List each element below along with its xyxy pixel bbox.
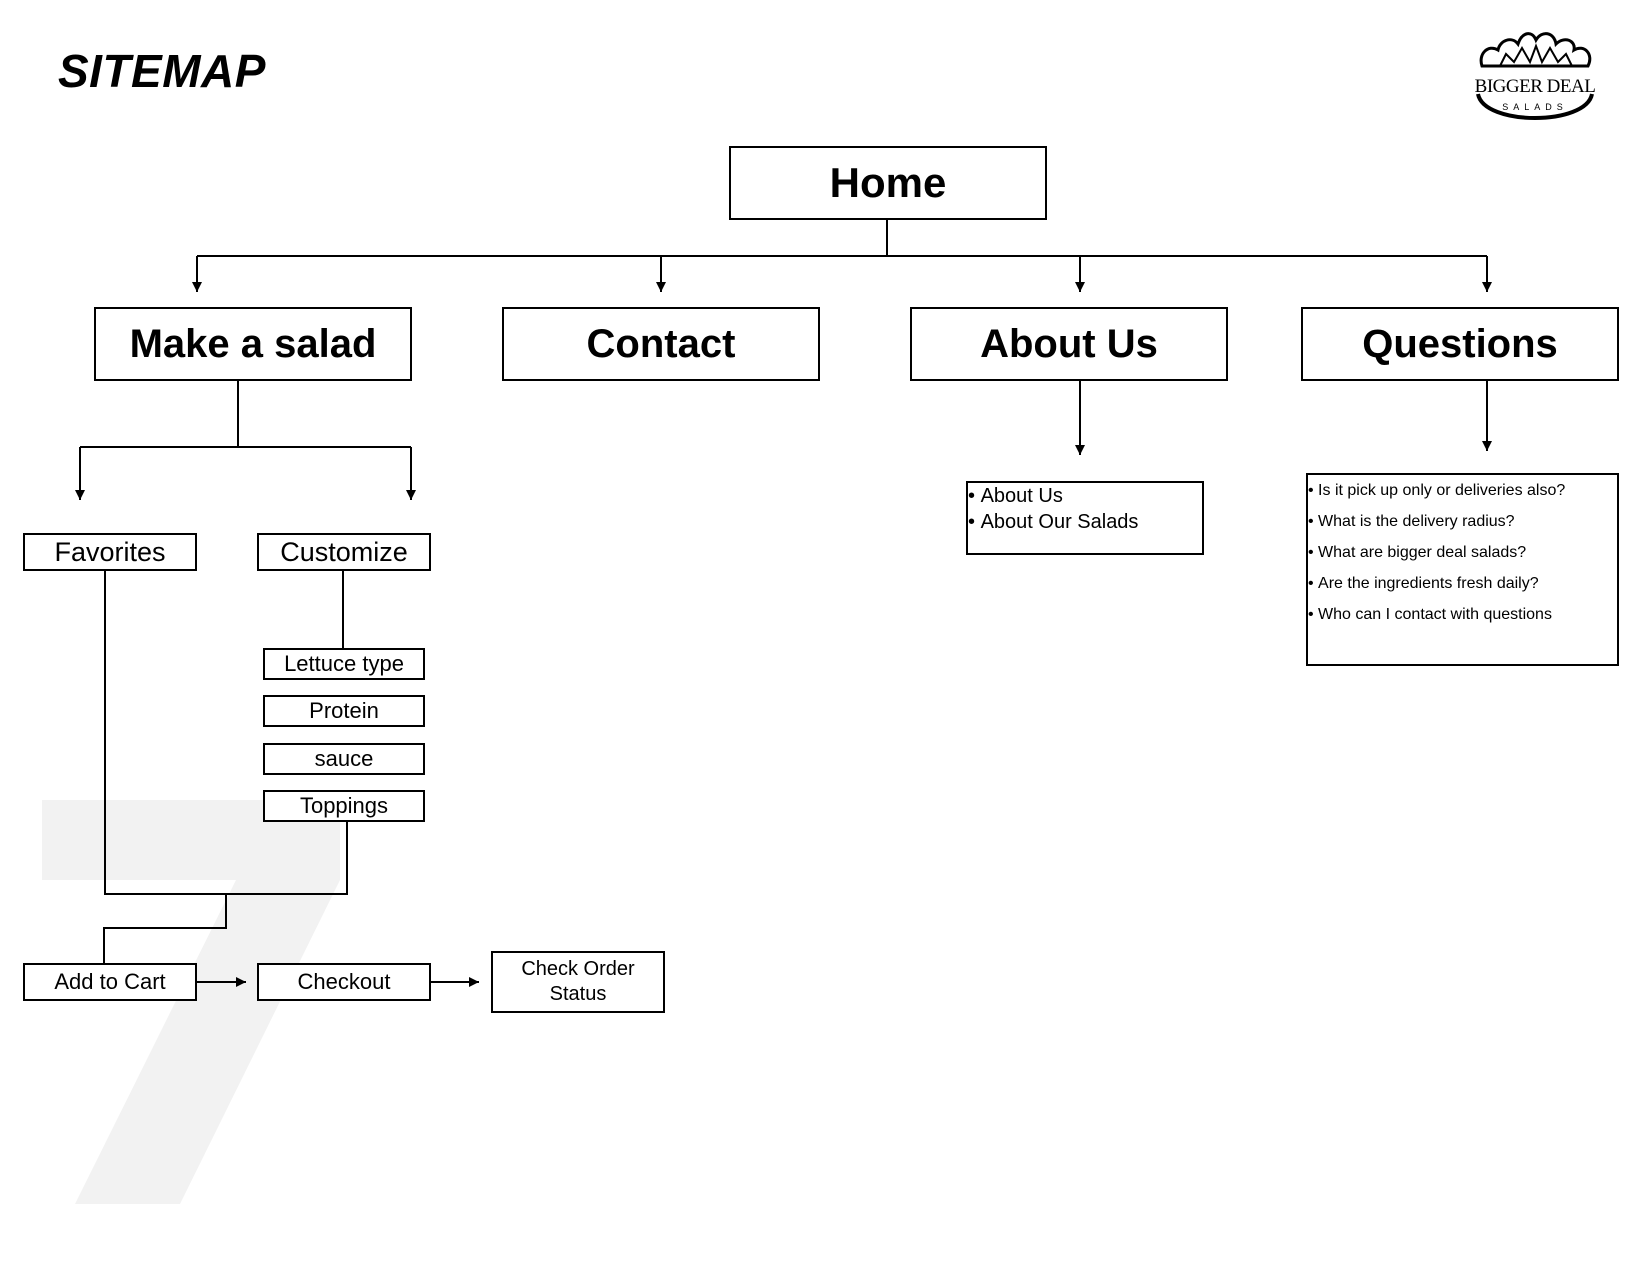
node-check-order-status-line2: Status [549,983,607,1005]
question-item: What are bigger deal salads? [1308,537,1617,568]
node-contact-label: Contact [586,321,736,366]
node-lettuce-type-label: Lettuce type [284,651,404,676]
node-sauce-label: sauce [314,746,374,771]
about-us-subpage-item: About Us [968,483,1202,509]
make-a-salad-branch-line [80,381,411,448]
node-home: Home [729,146,1047,220]
node-questions-label: Questions [1362,321,1558,366]
node-checkout-label: Checkout [297,969,391,994]
node-customize-label: Customize [280,536,408,567]
bigger-deal-salads-logo: BIGGER DEAL SALADS [1475,32,1596,120]
node-check-order-status-line1: Check Order [521,958,635,980]
node-make-a-salad-label: Make a salad [129,321,377,366]
node-checkout: Checkout [257,963,431,1001]
about-our-salads-subpage-item: About Our Salads [968,509,1202,535]
question-item: What is the delivery radius? [1308,506,1617,537]
node-home-label: Home [829,159,947,206]
node-sauce: sauce [263,743,425,775]
page-title: SITEMAP [58,45,266,97]
favorites-toppings-merge-line [104,570,348,895]
node-make-a-salad: Make a salad [94,307,412,381]
question-item: Who can I contact with questions [1308,599,1617,630]
node-check-order-status: Check Order Status [491,951,665,1013]
home-branch-line [197,220,1487,257]
node-questions: Questions [1301,307,1619,381]
about-us-subpages: About Us About Our Salads [966,481,1204,555]
question-item: Are the ingredients fresh daily? [1308,568,1617,599]
node-protein: Protein [263,695,425,727]
questions-subpages: Is it pick up only or deliveries also? W… [1306,473,1619,666]
node-about-us: About Us [910,307,1228,381]
logo-tagline-text: SALADS [1502,102,1568,112]
node-toppings: Toppings [263,790,425,822]
watermark-seven-shape [42,800,340,1204]
node-lettuce-type: Lettuce type [263,648,425,680]
node-add-to-cart-label: Add to Cart [54,969,166,994]
node-favorites-label: Favorites [54,536,166,567]
logo-brand-text: BIGGER DEAL [1475,76,1596,97]
node-protein-label: Protein [309,698,379,723]
node-customize: Customize [257,533,431,571]
node-toppings-label: Toppings [299,793,389,818]
merge-to-add-to-cart-line [103,894,227,964]
node-add-to-cart: Add to Cart [23,963,197,1001]
node-contact: Contact [502,307,820,381]
question-item: Is it pick up only or deliveries also? [1308,475,1617,506]
node-favorites: Favorites [23,533,197,571]
node-about-us-label: About Us [980,321,1158,366]
